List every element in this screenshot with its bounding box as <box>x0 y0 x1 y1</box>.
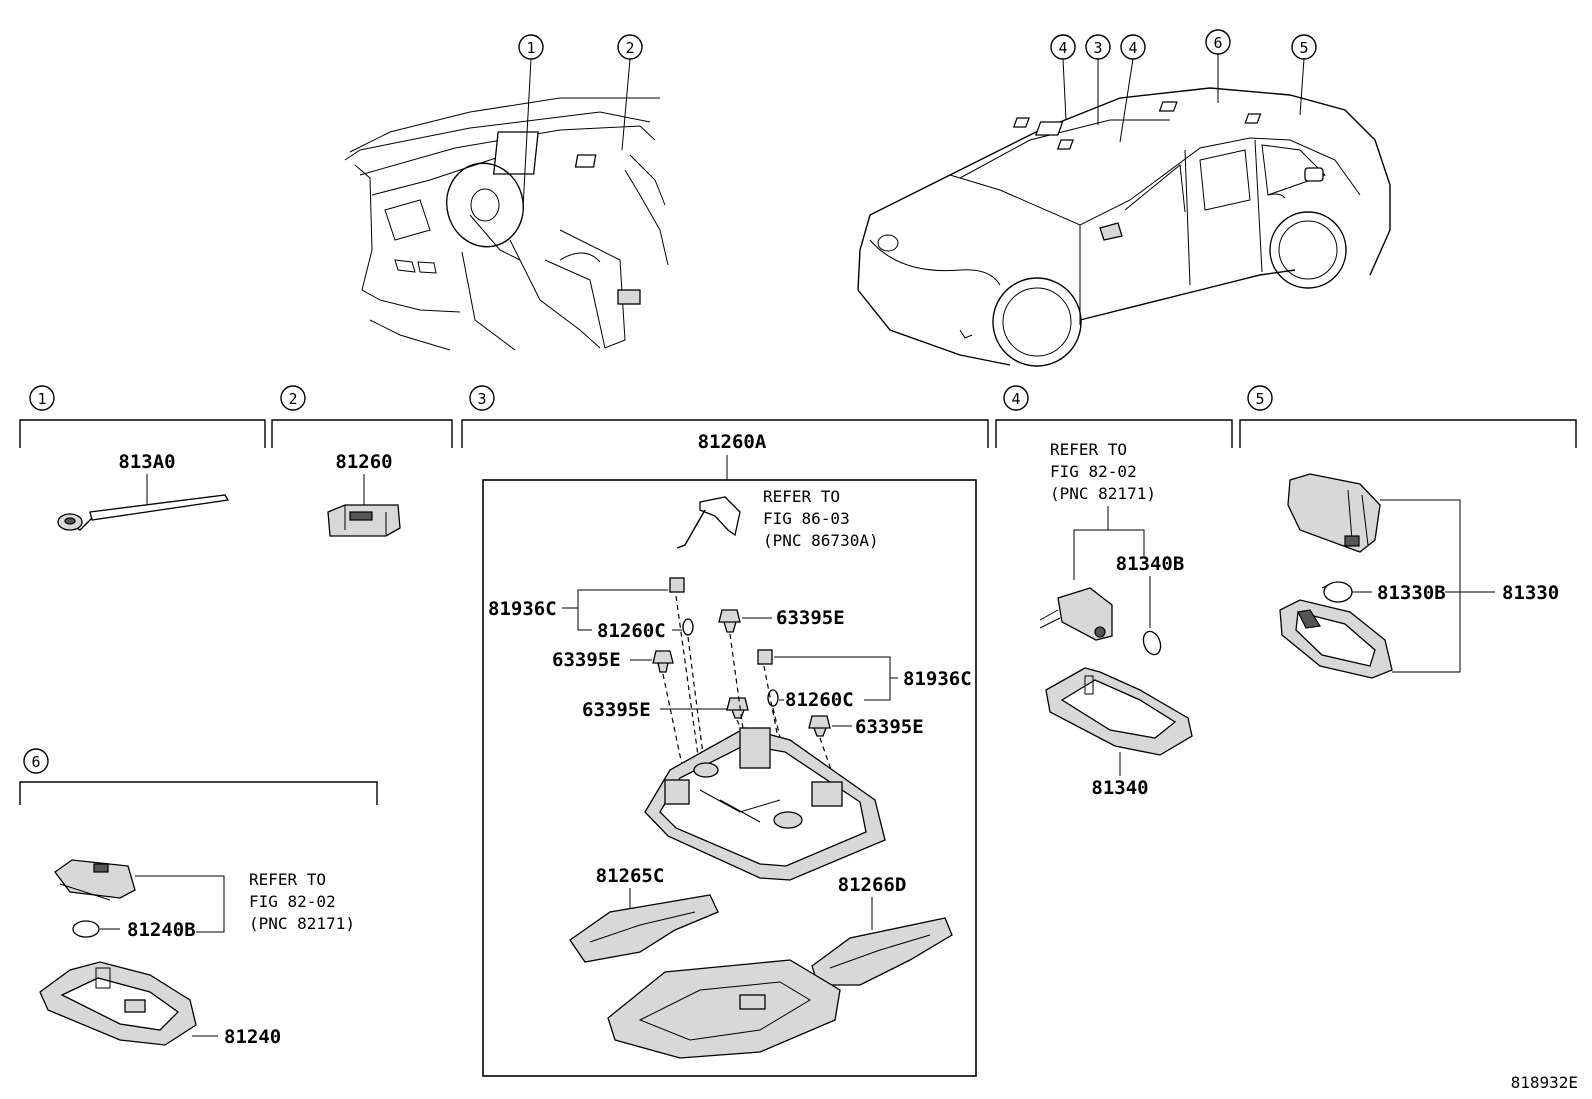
section-3-parts: 81260A REFER TO FIG 86-03 (PNC 86730A) 8… <box>482 431 977 1077</box>
index-mark-4-top-b: 4 <box>1128 39 1137 57</box>
index-mark-1-top: 1 <box>526 39 535 57</box>
socket-connector-6 <box>54 859 136 901</box>
part-label-63395E-d[interactable]: 63395E <box>855 716 924 738</box>
lens-81266D <box>811 917 953 986</box>
part-label-81340B[interactable]: 81340B <box>1116 553 1185 575</box>
part-label-81240[interactable]: 81240 <box>224 1026 281 1048</box>
pnc-82171-b: (PNC 82171) <box>249 914 355 933</box>
section-mark-6: 6 <box>31 753 40 771</box>
section-4-parts: REFER TO FIG 82-02 (PNC 82171) 81340B 81… <box>1039 440 1193 799</box>
figure-code: 818932E <box>1511 1073 1578 1092</box>
socket-81936C-a <box>669 577 685 593</box>
fig-82-02-b[interactable]: FIG 82-02 <box>249 892 336 911</box>
part-label-81260C-left[interactable]: 81260C <box>597 620 666 642</box>
lens-81265C <box>569 894 719 963</box>
assembly-81260A-frame <box>482 479 977 1077</box>
part-label-63395E-c[interactable]: 63395E <box>582 699 651 721</box>
index-mark-2-top: 2 <box>625 39 634 57</box>
part-label-63395E-a[interactable]: 63395E <box>776 607 845 629</box>
top-index-marks: 1 2 4 3 4 6 5 <box>518 29 1317 209</box>
section-mark-3: 3 <box>477 390 486 408</box>
socket-connector-5 <box>1287 473 1381 553</box>
pnc-82171-a: (PNC 82171) <box>1050 484 1156 503</box>
section-5-parts: 81330B 81330 <box>1279 473 1559 679</box>
index-mark-6-top: 6 <box>1213 34 1222 52</box>
lamp-unit-81260-part <box>327 504 401 537</box>
wire-bracket-part <box>676 496 741 549</box>
part-label-81260C-right[interactable]: 81260C <box>785 689 854 711</box>
clip-63395E-b <box>652 650 674 673</box>
section-mark-1: 1 <box>37 390 46 408</box>
bulb-81340B <box>1142 630 1162 656</box>
clip-63395E-c <box>726 697 749 719</box>
refer-to-86-03: REFER TO <box>763 487 840 506</box>
socket-81936C-b <box>757 649 773 665</box>
section-2-parts: 81260 <box>327 451 401 537</box>
overhead-console-housing <box>644 727 886 881</box>
bulb-81260C-a <box>682 618 694 636</box>
fig-86-03[interactable]: FIG 86-03 <box>763 509 850 528</box>
dashboard-illustration <box>344 97 669 351</box>
index-mark-4-top-a: 4 <box>1058 39 1067 57</box>
part-label-813A0[interactable]: 813A0 <box>118 451 175 473</box>
refer-to-82-02-a: REFER TO <box>1050 440 1127 459</box>
part-label-81260[interactable]: 81260 <box>335 451 392 473</box>
part-label-81265C[interactable]: 81265C <box>596 865 665 887</box>
lamp-housing-81340 <box>1045 667 1193 756</box>
pnc-86730A: (PNC 86730A) <box>763 531 879 550</box>
part-label-81266D[interactable]: 81266D <box>838 874 907 896</box>
part-label-81260A[interactable]: 81260A <box>698 431 767 453</box>
part-label-81240B[interactable]: 81240B <box>127 919 196 941</box>
part-label-81936C-right[interactable]: 81936C <box>903 668 972 690</box>
part-label-81936C-left[interactable]: 81936C <box>488 598 557 620</box>
wire-harness-part <box>57 494 230 531</box>
console-bottom-cover <box>607 959 841 1059</box>
index-mark-5-top: 5 <box>1299 39 1308 57</box>
section-mark-5: 5 <box>1255 390 1264 408</box>
section-brackets: 1 2 3 4 5 6 <box>19 385 1577 805</box>
clip-63395E-a <box>718 609 741 633</box>
clip-63395E-d <box>808 715 831 737</box>
fig-82-02-a[interactable]: FIG 82-02 <box>1050 462 1137 481</box>
bulb-81240B <box>72 920 100 938</box>
car-illustration <box>857 87 1391 367</box>
part-label-63395E-b[interactable]: 63395E <box>552 649 621 671</box>
part-label-81340[interactable]: 81340 <box>1091 777 1148 799</box>
lamp-housing-5 <box>1279 599 1393 679</box>
section-mark-2: 2 <box>288 390 297 408</box>
refer-to-82-02-b: REFER TO <box>249 870 326 889</box>
bulb-81260C-b <box>767 689 779 707</box>
socket-connector-4 <box>1039 587 1113 641</box>
index-mark-3-top: 3 <box>1093 39 1102 57</box>
section-1-parts: 813A0 <box>57 451 230 531</box>
section-6-parts: 81240B REFER TO FIG 82-02 (PNC 82171) 81… <box>39 859 355 1048</box>
part-label-81330B[interactable]: 81330B <box>1377 582 1446 604</box>
part-label-81330[interactable]: 81330 <box>1502 582 1559 604</box>
section-mark-4: 4 <box>1011 390 1020 408</box>
lamp-housing-81240 <box>39 961 197 1046</box>
